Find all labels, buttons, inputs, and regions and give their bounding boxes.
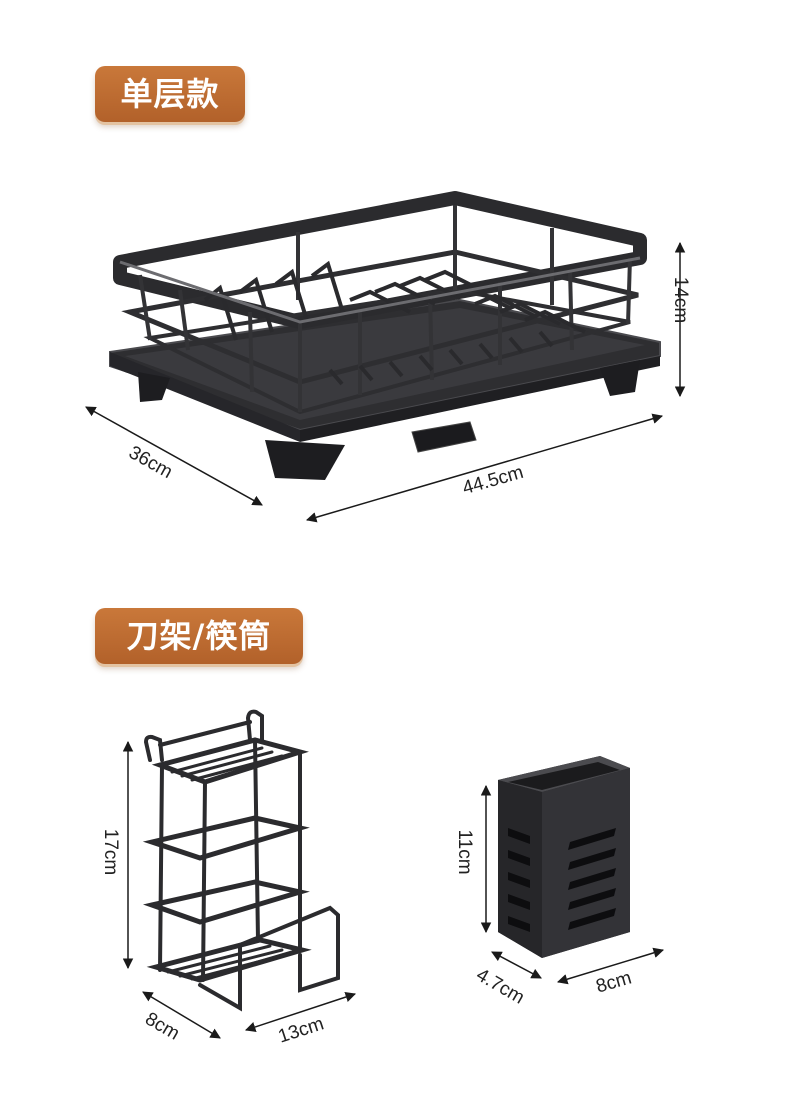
section-title-utensil-holder: 刀架/筷筒: [95, 608, 303, 664]
chopstick-holder-depth-line: [491, 951, 542, 979]
chopstick-holder-illustration: [498, 756, 630, 958]
section-title-single-tier: 单层款: [95, 66, 245, 122]
dish-rack-illustration: [109, 191, 661, 480]
knife-rack-depth-line: [142, 991, 221, 1039]
width-dimension-line: [305, 413, 664, 523]
chopstick-holder-height-label: 11cm: [454, 829, 475, 875]
dish-rack-height-label: 14cm: [670, 276, 691, 324]
knife-rack-illustration: [142, 709, 340, 1012]
knife-rack-width-line: [245, 991, 356, 1033]
knife-rack-height-label: 17cm: [100, 828, 121, 876]
chopstick-holder-width-line: [556, 947, 665, 985]
depth-dimension-line: [85, 406, 263, 506]
